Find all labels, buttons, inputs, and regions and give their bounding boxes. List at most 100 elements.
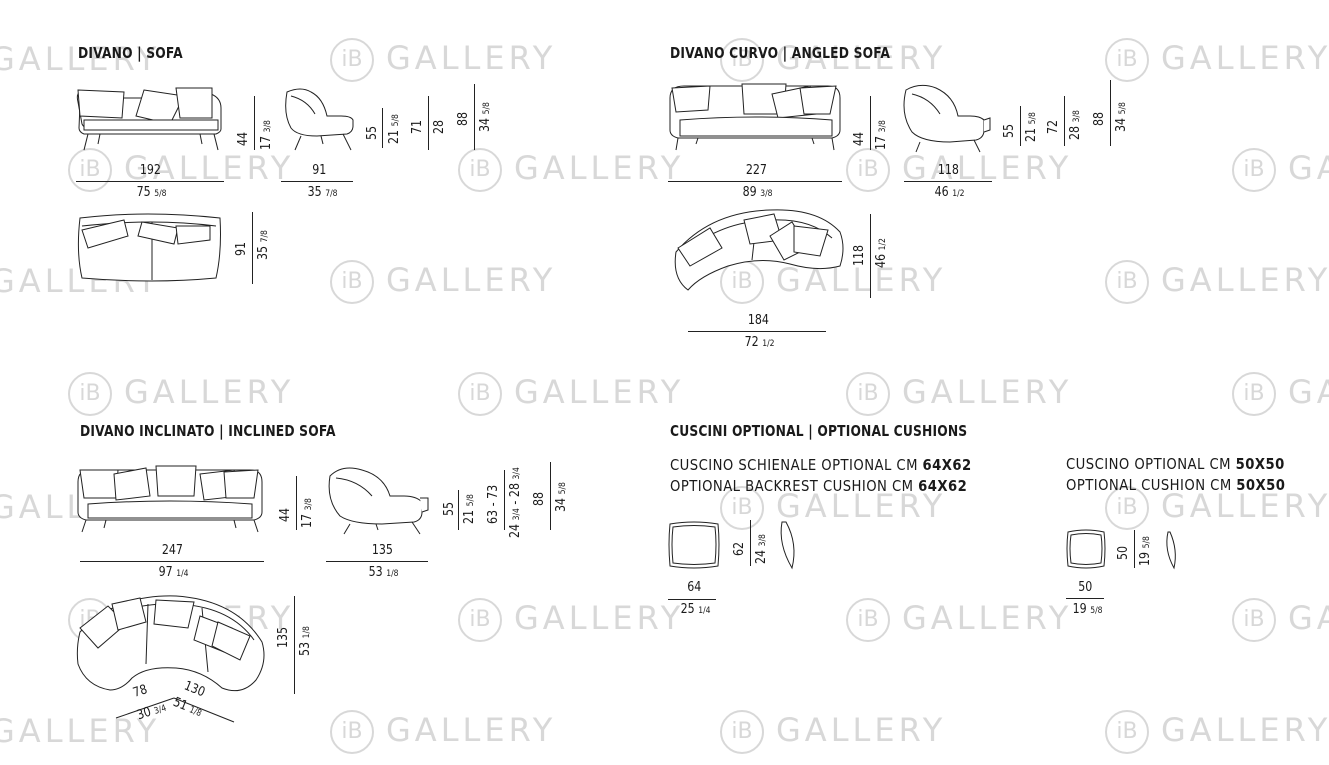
dim-line [668, 599, 716, 600]
dim-line [1134, 530, 1135, 568]
dim-label: 34 5/8 [478, 102, 493, 132]
dim-label: 35 7/8 [307, 185, 338, 200]
dim-label: 64 [687, 580, 702, 595]
dim-label: 227 [745, 163, 767, 178]
dim-label: 17 3/8 [874, 120, 889, 150]
dim-line [668, 181, 842, 182]
dim-label: 135 [276, 626, 291, 648]
dim-label: 44 [236, 131, 251, 146]
dim-line [76, 181, 224, 182]
dim-label: 63 - 73 [486, 484, 501, 524]
dim-line [252, 212, 253, 284]
dim-label: 75 5/8 [136, 185, 167, 200]
dim-label: 88 [532, 491, 547, 506]
dim-label: 46 1/2 [874, 238, 889, 268]
backrest-cushion-side-drawing [776, 520, 806, 570]
sofa-front-drawing [76, 84, 226, 156]
dim-line [1064, 96, 1065, 146]
dim-line [382, 108, 383, 148]
angled-sofa-top-drawing [670, 208, 850, 300]
dim-line [1110, 80, 1111, 146]
watermark: GALLERY [0, 40, 161, 78]
dim-label: 17 3/8 [300, 498, 315, 528]
dim-label: 91 [234, 241, 249, 256]
dim-line [1020, 106, 1021, 146]
dim-label: 21 5/8 [462, 494, 477, 524]
dim-label: 97 1/4 [158, 565, 189, 580]
dim-line [296, 476, 297, 530]
dim-label: 62 [732, 541, 747, 556]
optional-cushion-side-drawing [1162, 530, 1182, 570]
dim-label: 17 3/8 [259, 120, 274, 150]
dim-label: 34 5/8 [554, 482, 569, 512]
dim-line [750, 520, 751, 566]
dim-label: 24 3/8 [754, 534, 769, 564]
backrest-cushion-text: CUSCINO SCHIENALE OPTIONAL CM 64X62 OPTI… [670, 456, 972, 495]
inclined-sofa-top-drawing [76, 592, 270, 700]
dim-line [80, 561, 264, 562]
section-title-sofa: DIVANO | SOFA [78, 44, 183, 62]
dim-line [254, 96, 255, 150]
dim-label: 118 [852, 244, 867, 266]
dim-label: 21 5/8 [387, 114, 402, 144]
dim-line [504, 470, 505, 530]
dim-label: 88 [1092, 111, 1107, 126]
dim-line [281, 181, 353, 182]
sofa-top-drawing [76, 212, 228, 286]
dim-line [1066, 598, 1104, 599]
dim-label: 53 1/8 [368, 565, 399, 580]
watermark: GALLERY [0, 712, 161, 750]
dim-label: 25 1/4 [680, 602, 711, 617]
dim-label: 28 3/8 [1068, 110, 1083, 140]
dim-label: 192 [139, 163, 161, 178]
dim-label: 34 5/8 [1114, 102, 1129, 132]
dim-label: 88 [456, 111, 471, 126]
inclined-dim-lines [112, 696, 236, 726]
dim-line [688, 331, 826, 332]
dim-label: 50 [1078, 580, 1093, 595]
dim-label: 19 5/8 [1138, 536, 1153, 566]
dim-label: 53 1/8 [298, 626, 313, 656]
dim-line [474, 84, 475, 150]
inclined-sofa-side-drawing [326, 462, 432, 534]
dim-line [870, 96, 871, 150]
section-title-inclined-sofa: DIVANO INCLINATO | INCLINED SOFA [80, 422, 336, 440]
section-title-angled-sofa: DIVANO CURVO | ANGLED SOFA [670, 44, 891, 62]
dim-label: 44 [278, 507, 293, 522]
dim-line [326, 561, 428, 562]
inclined-sofa-front-drawing [76, 462, 266, 534]
dim-label: 247 [161, 543, 183, 558]
dim-label: 55 [442, 501, 457, 516]
dim-label: 89 3/8 [742, 185, 773, 200]
dim-label: 46 1/2 [934, 185, 965, 200]
dim-label: 71 [410, 119, 425, 134]
optional-cushion-text: CUSCINO OPTIONAL CM 50X50 OPTIONAL CUSHI… [1066, 455, 1286, 494]
angled-sofa-front-drawing [668, 80, 844, 152]
dim-label: 19 5/8 [1072, 602, 1103, 617]
dim-line [870, 214, 871, 298]
dim-label: 55 [365, 125, 380, 140]
dim-line [294, 596, 295, 694]
dim-label: 55 [1002, 123, 1017, 138]
dim-label: 50 [1116, 545, 1131, 560]
dim-label: 21 5/8 [1024, 112, 1039, 142]
dim-label: 24 3/4 - 28 3/4 [508, 467, 523, 538]
dim-label: 72 1/2 [744, 335, 775, 350]
